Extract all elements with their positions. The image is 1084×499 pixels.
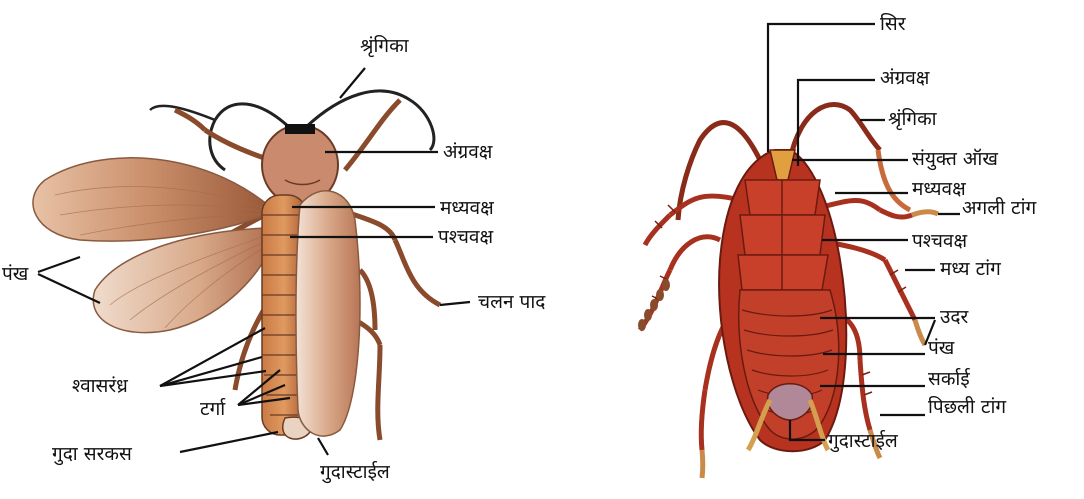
- label-spiracles: श्वासरंध्र: [72, 375, 128, 397]
- label-head: सिर: [880, 12, 907, 35]
- label-compound-eye: संयुक्त ऑख: [912, 148, 998, 171]
- label-metathorax-right: पश्चवक्ष: [912, 230, 967, 252]
- label-metathorax-left: पश्चवक्ष: [438, 226, 493, 248]
- label-hind-leg: पिछली टांग: [928, 395, 1006, 418]
- label-wings-left: पंख: [2, 263, 29, 285]
- label-cercus: सर्काई: [928, 367, 971, 390]
- label-antenna-right: श्रृंगिका: [888, 107, 938, 131]
- label-wing-right: पंख: [928, 337, 955, 359]
- label-walking-leg: चलन पाद: [478, 291, 546, 313]
- label-antenna-left: श्रृंगिका: [360, 34, 410, 58]
- label-mesothorax-right: मध्यवक्ष: [912, 178, 966, 200]
- label-abdomen: उदर: [940, 306, 970, 328]
- label-terga: टर्गा: [200, 397, 226, 420]
- label-anal-style-right: गुदास्टाईल: [828, 429, 899, 453]
- label-fore-leg: अगली टांग: [962, 196, 1037, 219]
- left-head: [285, 124, 315, 134]
- left-forewing-upper: [33, 158, 268, 241]
- label-prothorax-left: अंग्रवक्ष: [443, 141, 493, 163]
- left-tegmen: [296, 191, 360, 436]
- label-anal-cercus: गुदा सरकस: [52, 443, 133, 466]
- label-mesothorax-left: मध्यवक्ष: [440, 197, 494, 219]
- label-prothorax-right: अंग्रवक्ष: [880, 67, 930, 89]
- label-anal-style-left: गुदास्टाईल: [320, 460, 391, 484]
- label-middle-leg: मध्य टांग: [940, 258, 1001, 280]
